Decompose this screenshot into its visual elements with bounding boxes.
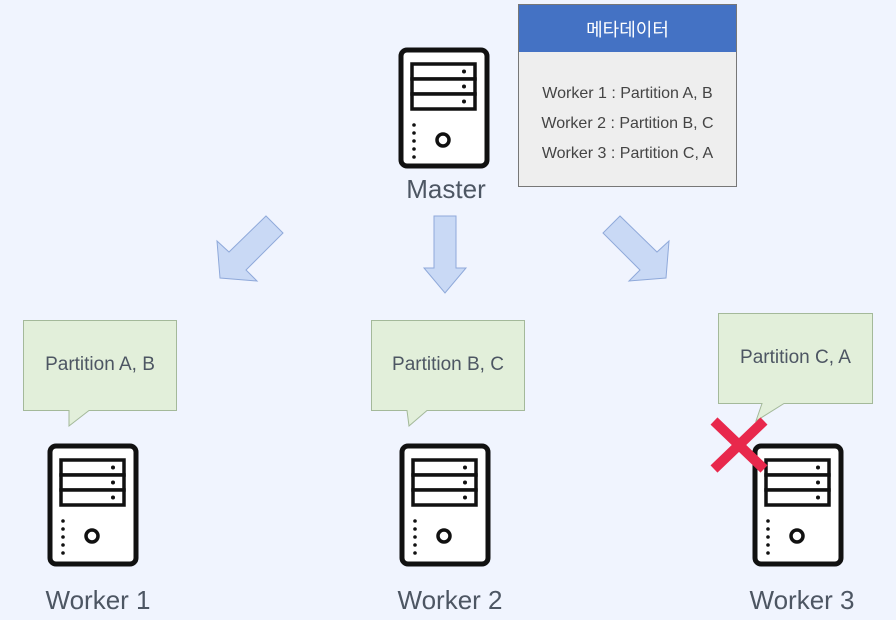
worker-1-partition: Partition A, B xyxy=(45,354,155,375)
arrow-to-worker-3 xyxy=(602,215,670,282)
metadata-row: Worker 2 : Partition B, C xyxy=(541,115,714,132)
worker-3-partition: Partition C, A xyxy=(740,347,851,368)
worker-1-callout: Partition A, B xyxy=(23,320,177,428)
master-label: Master xyxy=(406,174,486,204)
metadata-row: Worker 3 : Partition C, A xyxy=(541,145,714,162)
worker-3-label: Worker 3 xyxy=(749,585,855,615)
arrow-to-worker-2 xyxy=(422,215,468,294)
worker-2-label: Worker 2 xyxy=(397,585,503,615)
worker-2-partition: Partition B, C xyxy=(392,354,504,375)
metadata-panel: 메타데이터 Worker 1 : Partition A, B Worker 2… xyxy=(518,4,737,187)
worker-2-server-icon xyxy=(399,443,491,567)
worker-1-server-icon xyxy=(47,443,139,567)
master-server-icon xyxy=(398,47,490,169)
worker-2-callout: Partition B, C xyxy=(371,320,525,427)
worker-3-server-icon xyxy=(752,443,844,567)
arrow-to-worker-1 xyxy=(216,215,284,282)
metadata-title: 메타데이터 xyxy=(519,5,736,52)
worker-3-callout: Partition C, A xyxy=(718,313,873,423)
failure-x-icon xyxy=(710,417,768,473)
worker-1-label: Worker 1 xyxy=(45,585,151,615)
metadata-row: Worker 1 : Partition A, B xyxy=(542,85,713,102)
